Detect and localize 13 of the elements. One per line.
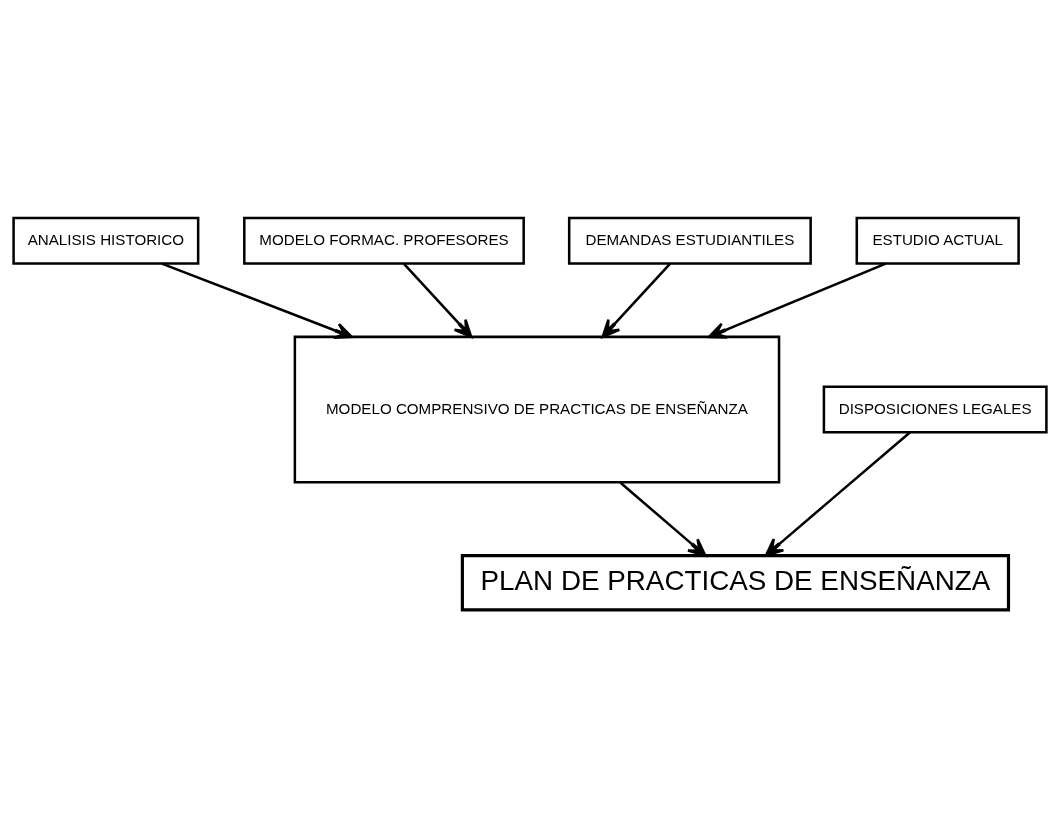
node-box: ESTUDIO ACTUAL [855,216,1020,265]
node-box: DISPOSICIONES LEGALES [822,385,1048,434]
node-box: ANALISIS HISTORICO [12,216,200,265]
node-box: DEMANDAS ESTUDIANTILES [567,216,812,265]
arrow [764,431,911,557]
arrow [707,261,887,339]
arrow [161,261,353,339]
arrow [403,262,473,338]
arrow [619,481,707,557]
node-box: MODELO COMPRENSIVO DE PRACTICAS DE ENSEÑANZA [293,335,781,484]
arrow [601,262,671,338]
node-box: PLAN DE PRACTICAS DE ENSEÑANZA [460,553,1011,612]
node-box: MODELO FORMAC. PROFESORES [243,216,525,265]
